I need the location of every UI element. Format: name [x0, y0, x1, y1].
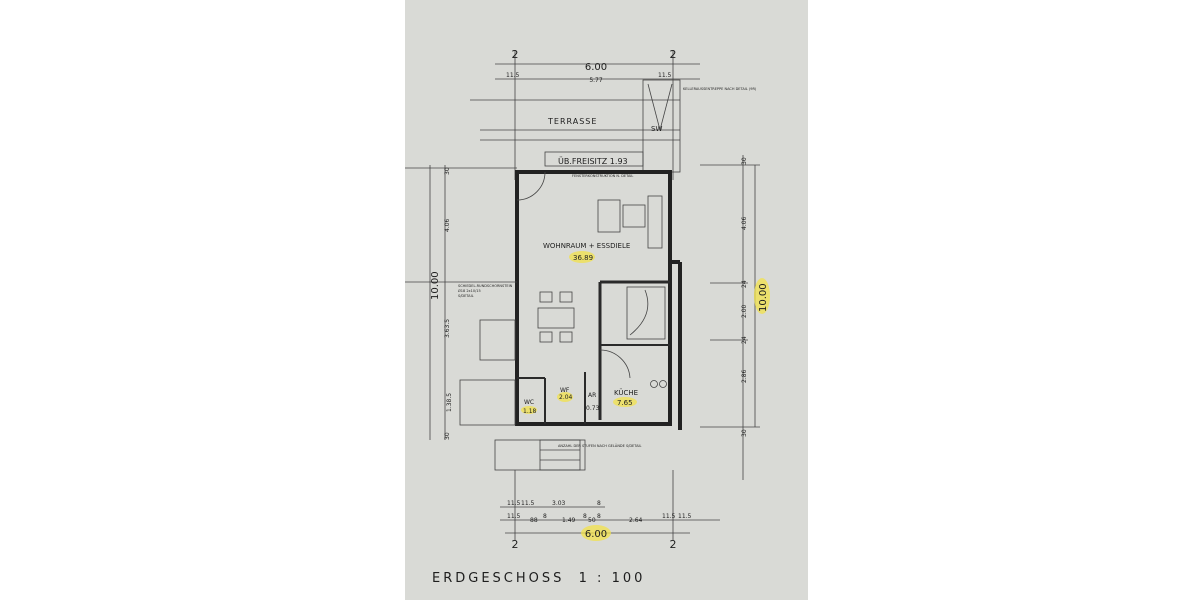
dim-left-segment: 1.38.5: [446, 393, 453, 412]
left-annex: SCHIEDEL-RUNDSCHORNSTEIN Ø18 2x10/15 S/D…: [405, 165, 517, 440]
dim-bottom: 11.5: [507, 500, 521, 507]
room-area-wc: 1.18: [523, 408, 537, 415]
dim-bottom: 2.64: [629, 517, 643, 524]
dim-bottom: 1.49: [562, 517, 576, 524]
note-schiedel-detail: S/DETAIL: [458, 294, 474, 298]
dim-bottom: 8: [597, 513, 601, 520]
building-walls: FENSTERKONSTRUKTION N. DETAIL ANZAHL DER…: [494, 170, 682, 471]
note-fenster: FENSTERKONSTRUKTION N. DETAIL: [572, 174, 633, 178]
plan-title: ERDGESCHOSS 1 : 100: [432, 571, 645, 586]
room-labels: WOHNRAUM + ESSDIELE 36.89 KÜCHE 7.65 WC …: [521, 242, 638, 415]
dim-bottom: 8: [583, 513, 587, 520]
dim-left-segment: 30: [444, 167, 451, 175]
dim-left-segment: 3.63.5: [444, 319, 451, 338]
room-label-wf: WF: [560, 387, 570, 394]
axis-label: 2: [670, 48, 677, 61]
dim-top-wall: 11.5: [506, 72, 520, 79]
note-stufen: ANZAHL DER STUFEN NACH GELÄNDE S/DETAIL: [558, 443, 642, 448]
note-kellertreppe: KELLERAUSSENTREPPE NACH DETAIL (9R): [683, 87, 757, 91]
dim-right-segment: 4.06: [741, 216, 748, 230]
dim-left-segment: 4.06: [444, 218, 451, 232]
room-label-kueche: KÜCHE: [614, 388, 638, 397]
room-label-terrasse: TERRASSE: [547, 117, 597, 126]
axis-label: 2: [512, 538, 519, 551]
room-label-freisitz: ÜB.FREISITZ 1.93: [558, 156, 628, 166]
room-label-wc: WC: [524, 399, 534, 406]
terrace: TERRASSE SW ÜB.FREISITZ 1.93 KELLERAUSSE…: [480, 79, 757, 173]
room-label-sw: SW: [651, 125, 662, 133]
dim-bottom: 11.5: [521, 500, 535, 507]
dim-left-total: 10.00: [430, 271, 441, 300]
dim-right-segment: 24: [741, 280, 748, 288]
dim-bottom: 8: [543, 513, 547, 520]
room-label-ar: AR: [588, 392, 596, 399]
top-dimensions: 2 2 6.00 5.77 11.5 11.5: [470, 48, 700, 180]
bottom-dimensions: 11.5 11.5 3.03 8 11.5 88 8 1.49 8 50 8 2…: [500, 470, 720, 551]
dim-bottom: 11.5: [678, 513, 692, 520]
axis-label: 2: [512, 48, 519, 61]
dim-left-segment: 30: [444, 432, 451, 440]
dim-bottom: 11.5: [662, 513, 676, 520]
room-area-wohnraum: 36.89: [573, 254, 593, 262]
dim-top-total: 6.00: [585, 62, 607, 73]
room-area-ar: 0.73: [586, 405, 600, 412]
dim-bottom-total: 6.00: [585, 529, 607, 540]
dim-bottom: 8: [597, 500, 601, 507]
room-label-wohnraum: WOHNRAUM + ESSDIELE: [543, 242, 630, 250]
dim-top-wall: 11.5: [658, 72, 672, 79]
note-schiedel: SCHIEDEL-RUNDSCHORNSTEIN: [458, 284, 513, 288]
axis-label: 2: [670, 538, 677, 551]
note-schiedel-size: Ø18 2x10/15: [458, 288, 481, 293]
dim-right-segment: 24: [741, 336, 748, 344]
right-dimensions: 10.00 30 4.06 24 2.00 24 2.86 30: [700, 155, 770, 480]
dim-right-segment: 30: [741, 429, 748, 437]
dim-bottom: 50: [588, 517, 596, 524]
room-area-wf: 2.04: [559, 394, 573, 401]
dim-bottom: 88: [530, 517, 538, 524]
dim-right-total: 10.00: [758, 283, 769, 312]
dim-right-segment: 2.00: [741, 304, 748, 318]
dim-right-segment: 2.86: [741, 369, 748, 383]
dim-top-inner: 5.77: [589, 77, 603, 84]
dim-right-segment: 30: [741, 157, 748, 165]
dim-bottom: 3.03: [552, 500, 566, 507]
room-area-kueche: 7.65: [617, 399, 633, 407]
dim-bottom: 11.5: [507, 513, 521, 520]
